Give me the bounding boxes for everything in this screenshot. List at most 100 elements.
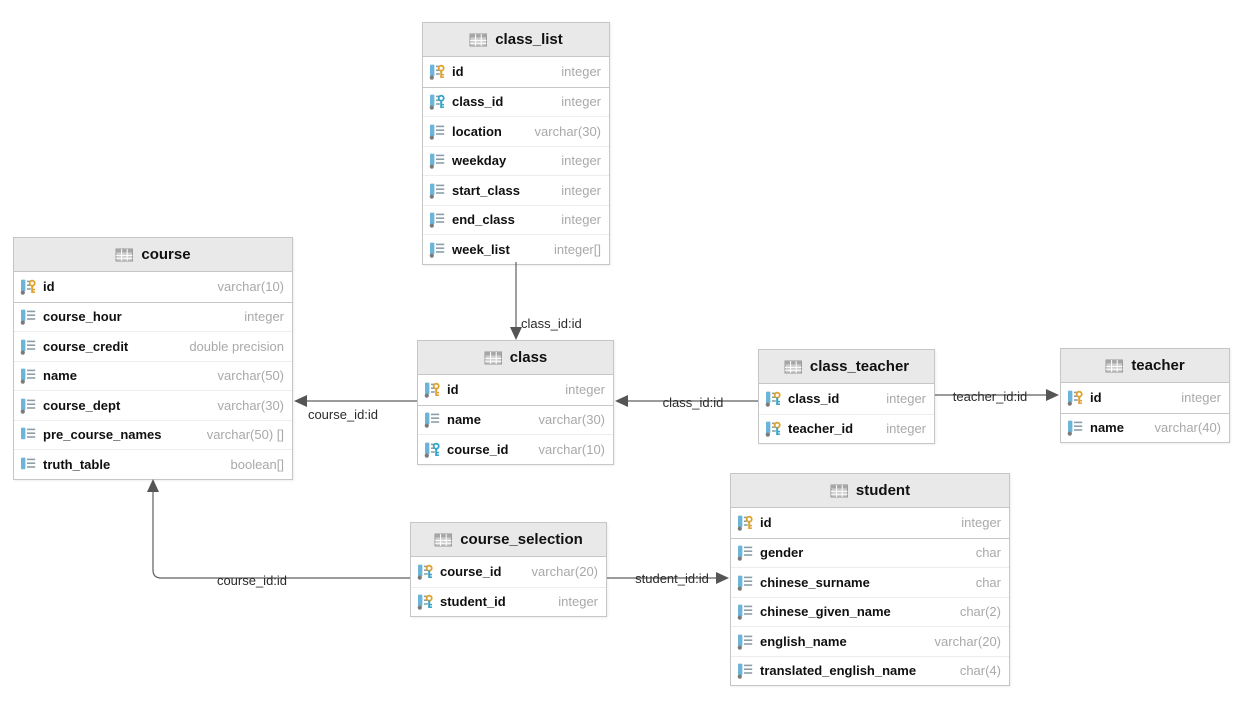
- table-title: course: [141, 246, 191, 263]
- column-name: student_id: [440, 594, 506, 610]
- column-name: chinese_surname: [760, 574, 870, 590]
- column-name: course_dept: [43, 397, 121, 413]
- primary-foreign-key-icon: [417, 563, 436, 580]
- column-name: course_credit: [43, 338, 129, 354]
- column-name: location: [452, 123, 502, 139]
- column-icon: [737, 544, 756, 561]
- column-type: integer: [1181, 390, 1221, 406]
- column-icon: [429, 123, 448, 140]
- table-header[interactable]: teacher: [1061, 349, 1229, 383]
- column-row: class_id integer: [759, 384, 934, 414]
- table-title: class: [509, 349, 548, 366]
- column-icon: [429, 152, 448, 169]
- column-name: chinese_given_name: [760, 604, 891, 620]
- primary-key-icon: [429, 63, 448, 80]
- column-icon: [20, 367, 39, 384]
- column-name: translated_english_name: [760, 663, 917, 679]
- column-icon: [1067, 419, 1086, 436]
- table-title: course_selection: [460, 531, 583, 548]
- column-type: varchar(50): [217, 368, 284, 384]
- column-name: id: [447, 382, 459, 398]
- column-icon: [429, 211, 448, 228]
- relationship-label: class_id:id: [663, 395, 724, 410]
- arrowhead-icon: [1046, 389, 1059, 401]
- column-type: integer: [565, 382, 605, 398]
- column-name: course_id: [440, 564, 502, 580]
- arrowhead-icon: [716, 572, 729, 584]
- arrowhead-icon: [294, 395, 307, 407]
- table-header[interactable]: course: [14, 238, 292, 272]
- column-type: integer: [961, 515, 1001, 531]
- column-icon: [20, 338, 39, 355]
- table-course_selection[interactable]: course_selection course_id varchar(20) stud…: [410, 522, 607, 617]
- column-type: double precision: [189, 338, 284, 354]
- column-icon: [737, 603, 756, 620]
- arrowhead-icon: [615, 395, 628, 407]
- column-type: varchar(50) []: [206, 427, 284, 443]
- column-type: integer: [244, 309, 284, 325]
- column-name: class_id: [788, 391, 840, 407]
- column-type: integer: [886, 391, 926, 407]
- column-type: varchar(30): [217, 397, 284, 413]
- column-name: name: [447, 412, 481, 428]
- column-name: course_id: [447, 441, 509, 457]
- column-icon: [429, 182, 448, 199]
- column-type: integer: [561, 64, 601, 80]
- column-name: start_class: [452, 182, 520, 198]
- column-icon: [429, 241, 448, 258]
- column-row: start_class integer: [423, 175, 609, 205]
- column-name: english_name: [760, 633, 847, 649]
- column-type: boolean[]: [230, 456, 285, 472]
- column-row: id integer: [418, 375, 613, 405]
- column-type: integer: [886, 421, 926, 437]
- column-row: course_credit double precision: [14, 331, 292, 361]
- table-header[interactable]: student: [731, 474, 1009, 508]
- column-type: integer[]: [554, 241, 601, 257]
- column-name: id: [1090, 390, 1102, 406]
- column-type: integer: [561, 212, 601, 228]
- table-header[interactable]: class_teacher: [759, 350, 934, 384]
- table-grid-icon: [434, 532, 453, 548]
- relationship-label: course_id:id: [308, 407, 378, 422]
- table-header[interactable]: course_selection: [411, 523, 606, 557]
- table-header[interactable]: class_list: [423, 23, 609, 57]
- column-icon: [424, 411, 443, 428]
- column-row: chinese_surname char: [731, 567, 1009, 597]
- column-type: char: [975, 574, 1001, 590]
- column-name: id: [760, 515, 772, 531]
- column-type: integer: [561, 182, 601, 198]
- foreign-key-icon: [424, 441, 443, 458]
- column-type: varchar(20): [531, 564, 598, 580]
- table-header[interactable]: class: [418, 341, 613, 375]
- column-icon: [737, 633, 756, 650]
- table-title: teacher: [1131, 357, 1185, 374]
- column-name: class_id: [452, 94, 504, 110]
- column-row: id integer: [731, 508, 1009, 538]
- column-icon: [20, 308, 39, 325]
- column-name: truth_table: [43, 456, 111, 472]
- column-name: gender: [760, 545, 804, 561]
- primary-key-icon: [424, 381, 443, 398]
- table-title: class_list: [495, 31, 563, 48]
- arrowhead-icon: [147, 479, 159, 492]
- relationship-label: course_id:id: [217, 573, 287, 588]
- column-row: translated_english_name char(4): [731, 655, 1009, 685]
- table-grid-icon: [484, 350, 503, 366]
- column-type: char(4): [959, 663, 1001, 679]
